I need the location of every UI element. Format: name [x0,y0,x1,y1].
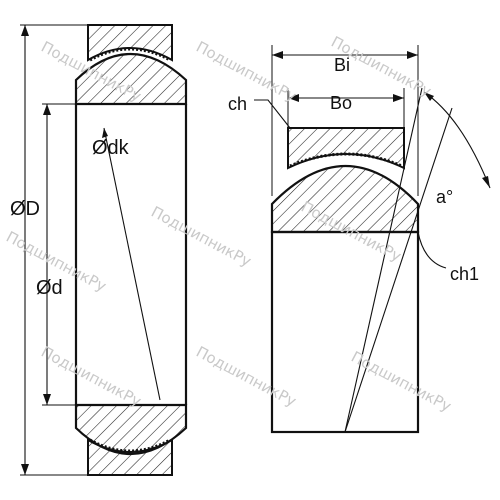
ch1-leader [417,231,447,269]
inner-ring-bottom-section [74,403,188,456]
bi-label: Bi [334,55,350,75]
watermark: ПодшипникРу [348,348,454,416]
bo-label: Bo [330,93,352,113]
ch-leader [254,99,291,129]
watermark: ПодшипникРу [38,343,144,411]
sphere-diameter-line [103,127,161,401]
sphere-diameter-label: Ødk [92,137,130,159]
ch-label: ch [228,94,247,114]
sliding-layer-bottom [89,438,171,453]
od-label: ØD [10,198,40,220]
labels: ØD Ød Ødk Bi Bo ch ch1 a° [10,55,479,299]
angle-label: a° [436,187,453,207]
inner-ring-top-section [74,52,188,106]
watermark: ПодшипникРу [148,203,254,271]
sliding-layer-top [89,47,171,62]
right-side-view [254,45,491,434]
outer-ring-side [287,127,405,170]
ch1-label: ch1 [450,264,479,284]
inner-ring-side [270,164,420,234]
tilt-angle-arc [423,91,491,189]
outer-ring-top-section [87,24,173,62]
bore-label: Ød [36,277,63,299]
left-section-view [20,24,188,476]
watermark: ПодшипникРу [193,343,299,411]
